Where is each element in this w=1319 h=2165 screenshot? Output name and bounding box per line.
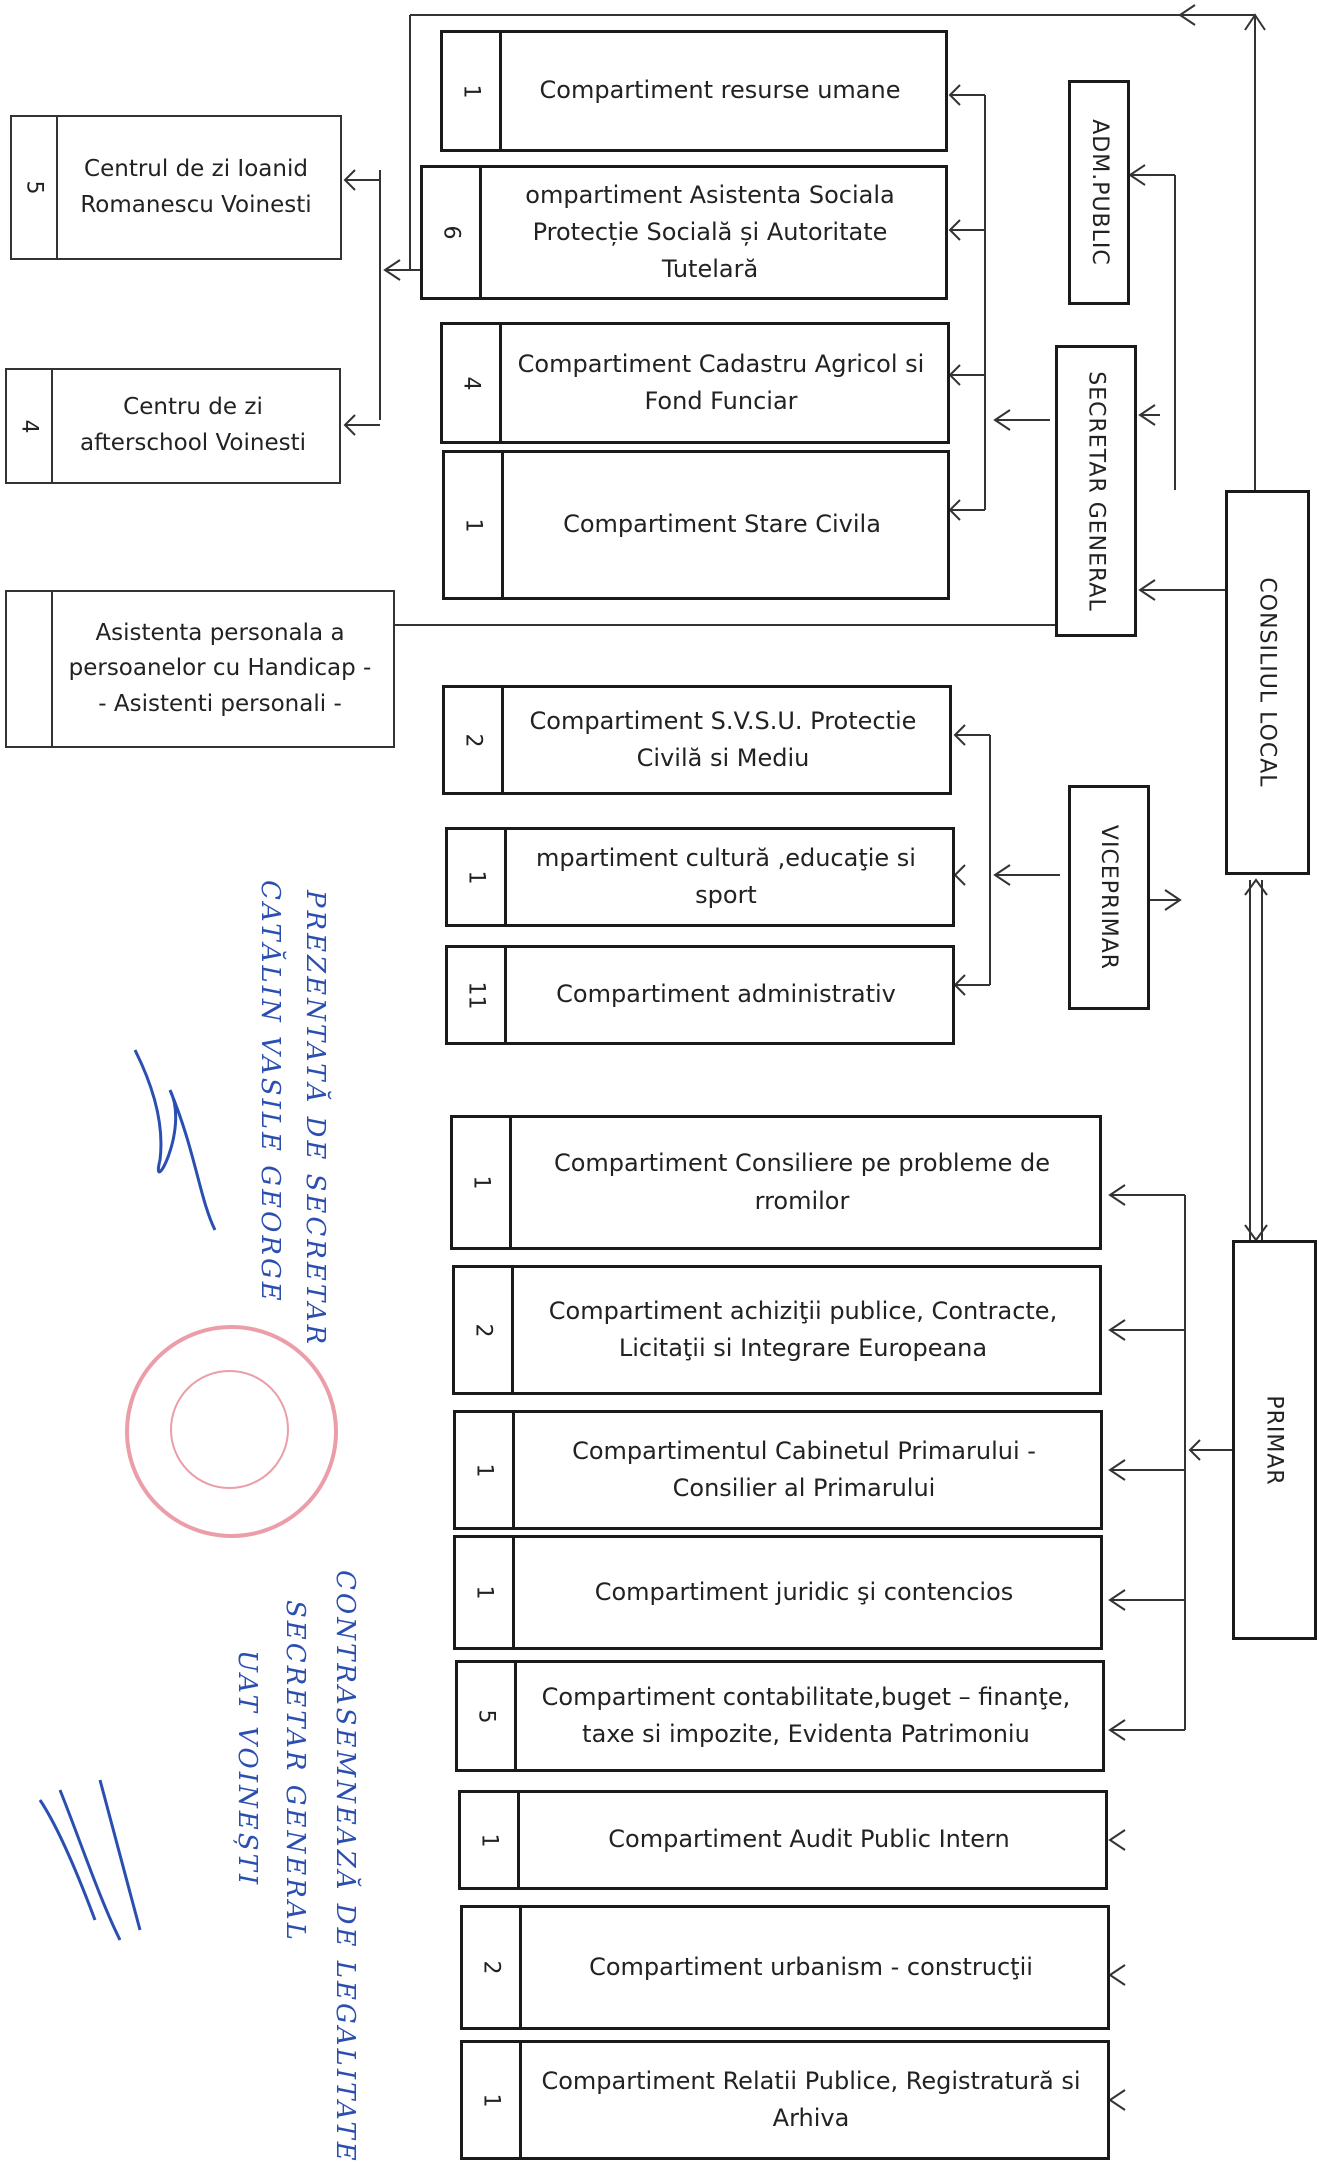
department-box: 1 Compartiment Stare Civila (442, 450, 950, 600)
department-box: 1 Compartiment Relatii Publice, Registra… (460, 2040, 1110, 2160)
department-box: 1 Compartiment Consiliere pe probleme de… (450, 1115, 1102, 1250)
staff-count: 2 (455, 1268, 514, 1392)
staff-count: 2 (463, 1908, 522, 2027)
department-name: Compartiment S.V.S.U. Protectie Civilă s… (529, 706, 917, 772)
department-name: Compartiment Consiliere pe probleme de r… (553, 1149, 1051, 1215)
center-name: Centrul de zi Ioanid Romanescu Voinesti (80, 155, 312, 218)
staff-count: 1 (463, 2043, 522, 2157)
department-box: 5 Compartiment contabilitate,buget – fin… (455, 1660, 1105, 1772)
staff-count: 1 (456, 1413, 515, 1527)
staff-count: 5 (458, 1663, 517, 1769)
staff-count: 1 (461, 1793, 520, 1887)
center-box: 4 Centru de zi afterschool Voinesti (5, 368, 341, 484)
primar-box: PRIMAR (1232, 1240, 1317, 1640)
staff-count: 2 (445, 688, 504, 792)
viceprimar-box: VICEPRIMAR (1068, 785, 1150, 1010)
staff-count: 11 (448, 948, 507, 1042)
department-box: 6 ompartiment Asistenta Sociala Protecți… (420, 165, 948, 300)
consiliul-local-box: CONSILIUL LOCAL (1225, 490, 1310, 875)
department-box: 4 Compartiment Cadastru Agricol si Fond … (440, 322, 950, 444)
department-box: 11 Compartiment administrativ (445, 945, 955, 1045)
secretar-general-box: SECRETAR GENERAL (1055, 345, 1137, 637)
staff-count: 6 (423, 168, 482, 297)
department-name: Compartiment resurse umane (539, 76, 901, 105)
staff-count: 4 (7, 370, 53, 482)
center-name: Asistenta personala a persoanelor cu Han… (68, 619, 372, 717)
staff-count: 5 (12, 117, 58, 258)
department-name: Compartiment contabilitate,buget – finan… (541, 1682, 1071, 1748)
official-stamp-inner (170, 1370, 289, 1489)
department-name: ompartiment Asistenta Sociala Protecție … (525, 180, 895, 284)
department-box: 2 Compartiment urbanism - construcţii (460, 1905, 1110, 2030)
center-name: Centru de zi afterschool Voinesti (80, 394, 306, 456)
staff-count: 1 (456, 1538, 515, 1647)
department-name: Compartimentul Cabinetul Primarului - Co… (572, 1436, 1036, 1502)
department-name: Compartiment administrativ (556, 980, 896, 1009)
department-box: 1 Compartiment Audit Public Intern (458, 1790, 1108, 1890)
department-box: 2 Compartiment S.V.S.U. Protectie Civilă… (442, 685, 952, 795)
staff-count: 4 (443, 325, 502, 441)
handicap-assistance-box: Asistenta personala a persoanelor cu Han… (5, 590, 395, 748)
department-box: 1 mpartiment cultură ,educaţie si sport (445, 827, 955, 927)
department-name: Compartiment achiziţii publice, Contract… (548, 1296, 1058, 1362)
department-box: 2 Compartiment achiziţii publice, Contra… (452, 1265, 1102, 1395)
department-box: 1 Compartiment resurse umane (440, 30, 948, 152)
department-name: Compartiment Stare Civila (563, 510, 881, 539)
department-name: Compartiment Cadastru Agricol si Fond Fu… (517, 349, 925, 415)
signature-mark (133, 1049, 217, 1231)
staff-count: 1 (453, 1118, 512, 1247)
staff-count: 1 (448, 830, 507, 924)
signature-mark (38, 1779, 142, 1941)
department-name: Compartiment Relatii Publice, Registratu… (541, 2066, 1081, 2132)
department-name: mpartiment cultură ,educaţie si sport (536, 843, 916, 909)
staff-count: 1 (445, 453, 504, 597)
staff-count (7, 592, 53, 746)
department-name: Compartiment urbanism - construcţii (589, 1952, 1033, 1981)
center-box: 5 Centrul de zi Ioanid Romanescu Voinest… (10, 115, 342, 260)
department-name: Compartiment Audit Public Intern (608, 1825, 1010, 1854)
adm-public-box: ADM.PUBLIC (1068, 80, 1130, 305)
department-box: 1 Compartiment juridic şi contencios (453, 1535, 1103, 1650)
staff-count: 1 (443, 33, 502, 149)
department-name: Compartiment juridic şi contencios (594, 1577, 1014, 1606)
department-box: 1 Compartimentul Cabinetul Primarului - … (453, 1410, 1103, 1530)
official-stamp (125, 1325, 338, 1538)
